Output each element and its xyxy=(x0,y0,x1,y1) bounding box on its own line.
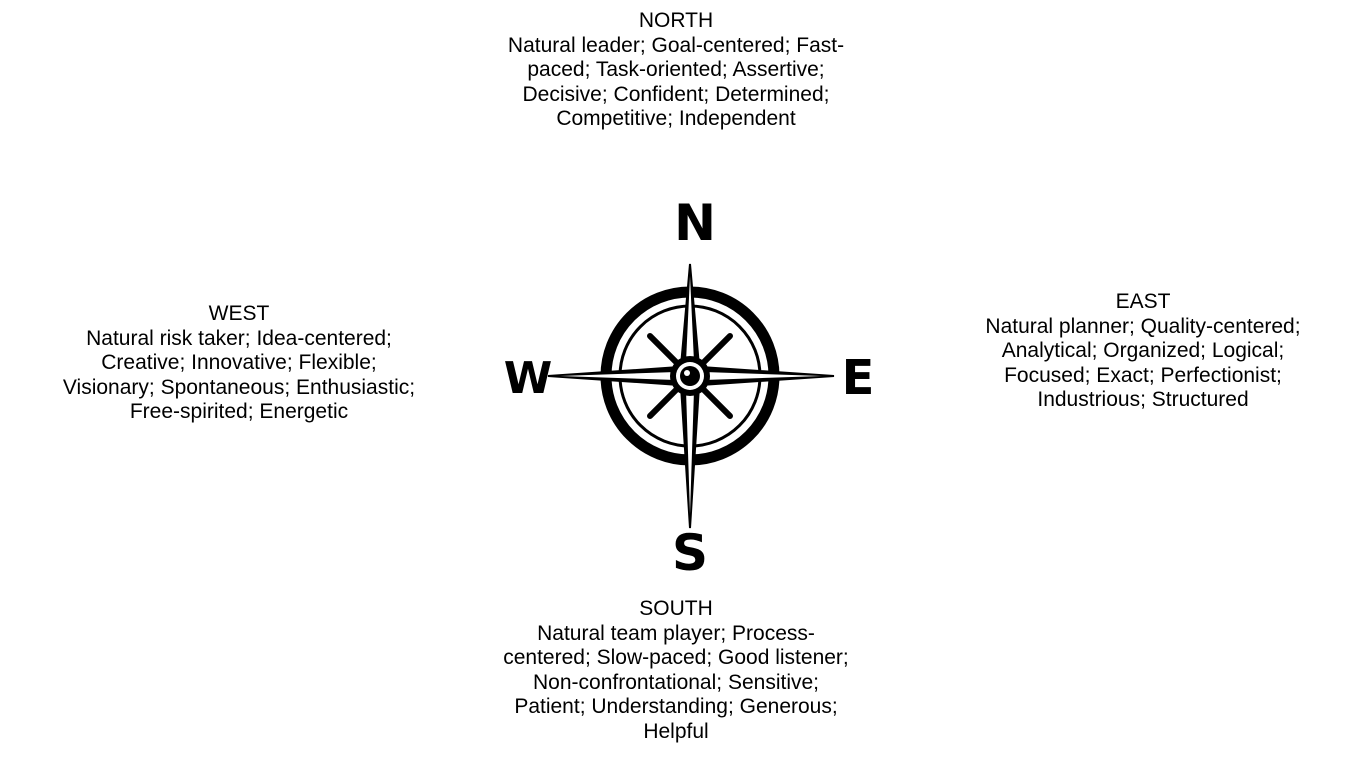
compass-star xyxy=(548,264,834,528)
compass-center xyxy=(670,356,710,396)
compass-letter-w: W xyxy=(504,353,553,404)
compass-letter-e: E xyxy=(842,350,875,406)
compass-letter-s: S xyxy=(672,524,708,582)
compass-letter-n: N xyxy=(674,194,716,252)
